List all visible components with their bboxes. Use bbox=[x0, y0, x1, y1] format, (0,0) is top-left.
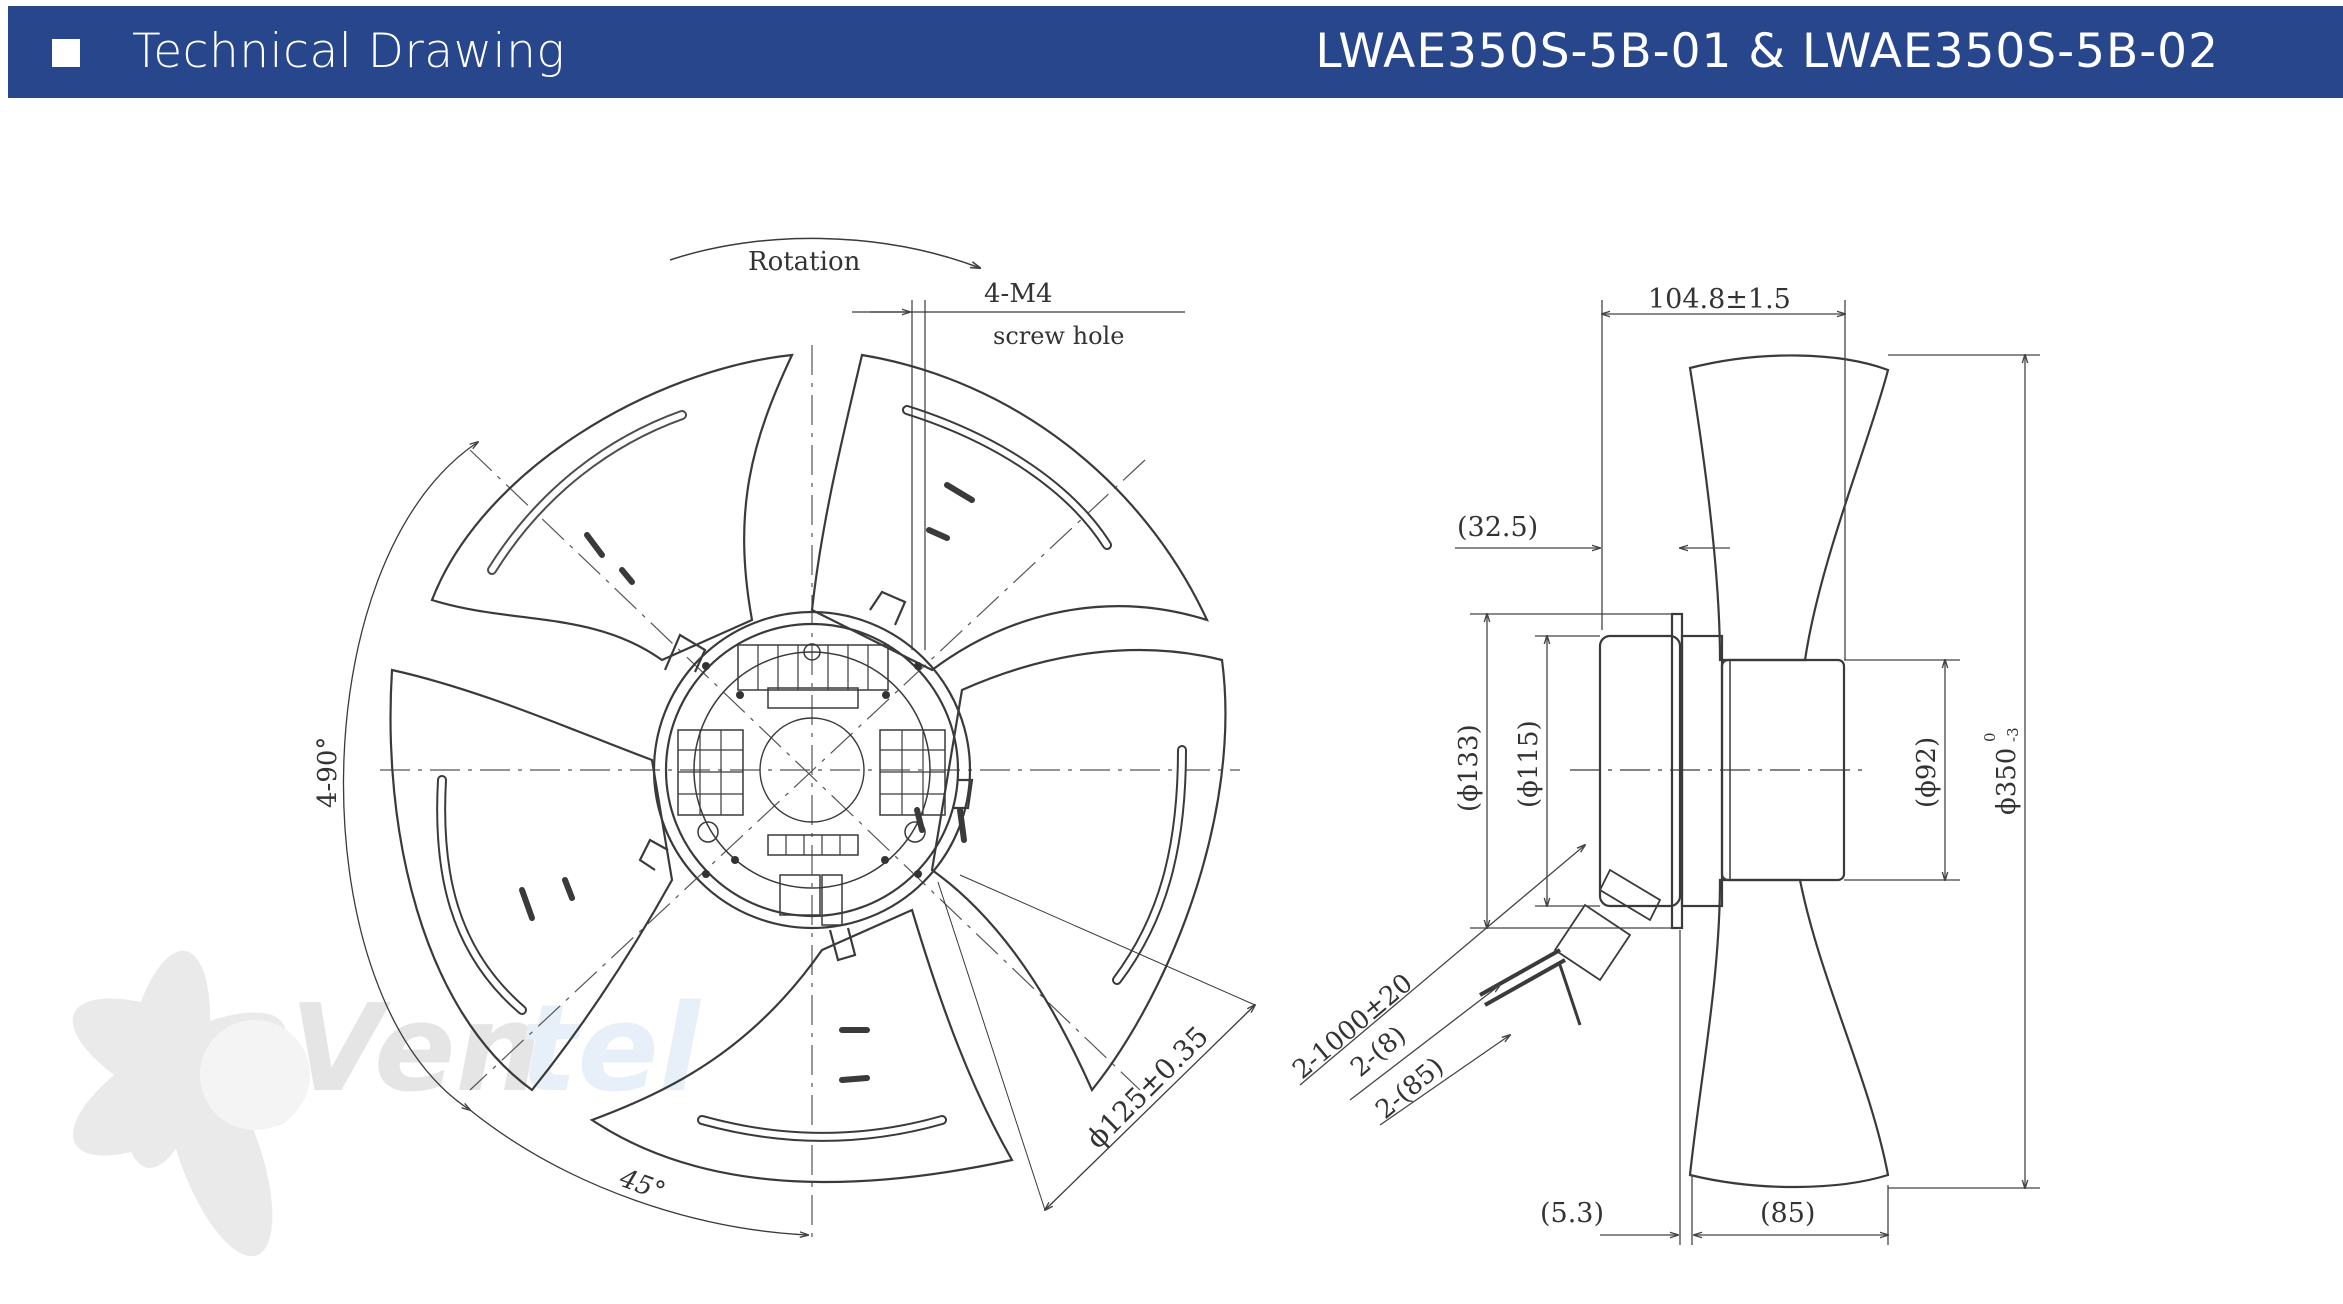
motor-body bbox=[1598, 634, 1682, 908]
dim-5-3-label: (5.3) bbox=[1540, 1198, 1604, 1229]
header-square-icon bbox=[52, 39, 80, 67]
depth-label: 104.8±1.5 bbox=[1648, 284, 1791, 315]
dia-350-tol-lower: -3 bbox=[2004, 727, 2022, 742]
dia-350-tol-upper: 0 bbox=[1981, 732, 1999, 742]
motor-hub bbox=[638, 590, 974, 962]
angle-4x90: 4-90° bbox=[313, 737, 343, 808]
screw-label-1: 4-M4 bbox=[984, 279, 1053, 309]
svg-text:Ven: Ven bbox=[290, 980, 541, 1119]
dia-350-label: ϕ350 bbox=[1992, 748, 2022, 815]
rotation-label: Rotation bbox=[748, 247, 861, 277]
header-bar: Technical Drawing LWAE350S-5B-01 & LWAE3… bbox=[8, 6, 2343, 98]
offset-label: (32.5) bbox=[1457, 512, 1538, 543]
hub-ring bbox=[1680, 634, 1724, 908]
dim-85-label: (85) bbox=[1760, 1198, 1815, 1229]
front-view bbox=[342, 237, 1255, 1245]
screw-label-2: screw hole bbox=[993, 322, 1124, 350]
side-view bbox=[1299, 300, 2040, 1245]
blade-bottom bbox=[1688, 878, 1890, 1189]
fan-blades bbox=[389, 353, 1227, 1184]
dia-92-label: (ϕ92) bbox=[1912, 737, 1942, 808]
dia-115-label: (ϕ115) bbox=[1514, 720, 1544, 808]
front-centerlines bbox=[380, 345, 1240, 1245]
watermark-logo: Ven tel bbox=[72, 950, 702, 1257]
svg-text:tel: tel bbox=[520, 980, 702, 1119]
angle-45: 45° bbox=[615, 1163, 670, 1207]
bolt-circle-label: ϕ125±0.35 bbox=[1080, 1020, 1215, 1155]
blade-top bbox=[1688, 354, 1890, 662]
header-title: Technical Drawing bbox=[132, 24, 566, 79]
header-model: LWAE350S-5B-01 & LWAE350S-5B-02 bbox=[1315, 24, 2219, 79]
dia-133-label: (ϕ133) bbox=[1454, 724, 1484, 812]
